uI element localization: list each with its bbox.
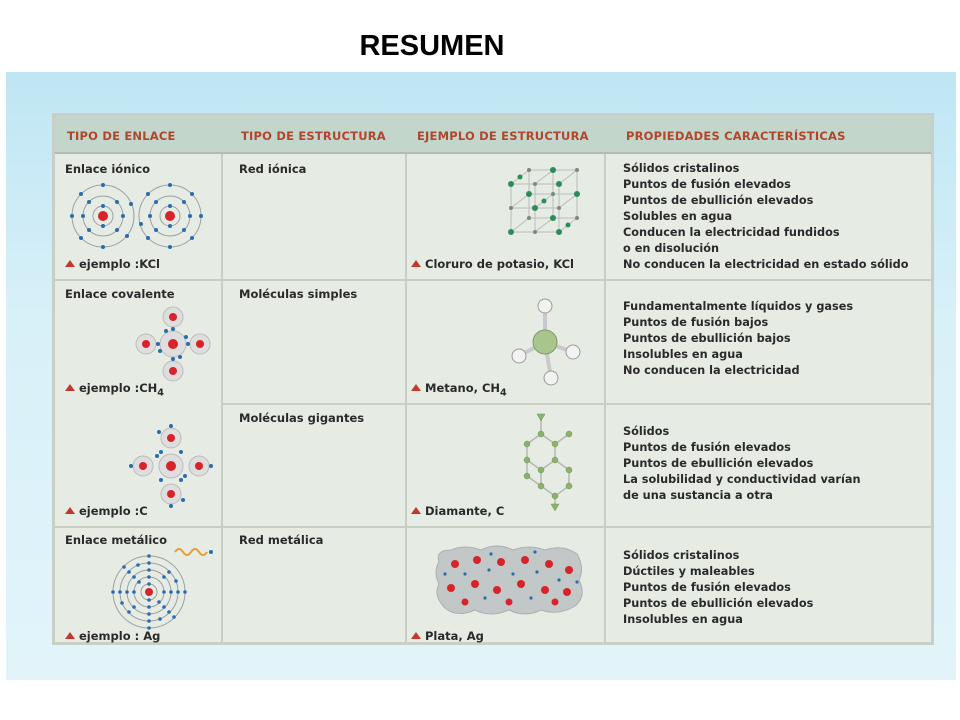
- bond-metallic-example: ejemplo : Ag: [65, 629, 160, 643]
- triangle-icon: [411, 632, 421, 639]
- property-item: Fundamentalmente líquidos y gases: [623, 300, 854, 313]
- page-title: RESUMEN: [359, 30, 505, 62]
- header-structure-type: TIPO DE ESTRUCTURA: [241, 129, 386, 143]
- properties-simple-molecules: Fundamentalmente líquidos y gases Puntos…: [623, 299, 853, 379]
- triangle-icon: [65, 507, 75, 514]
- covalent-bond-ch4-diagram: [135, 306, 211, 382]
- bond-ionic-label: Enlace iónico: [65, 162, 151, 176]
- property-item: Dúctiles y maleables: [623, 565, 755, 578]
- property-item: Insolubles en agua: [623, 348, 743, 361]
- property-item: Puntos de ebullición elevados: [623, 457, 814, 470]
- property-item: Puntos de ebullición elevados: [623, 194, 814, 207]
- properties-ionic: Sólidos cristalinos Puntos de fusión ele…: [623, 161, 908, 273]
- triangle-icon: [411, 384, 421, 391]
- structure-giant-molecules-label: Moléculas gigantes: [239, 411, 365, 425]
- property-item: de una sustancia a otra: [623, 489, 773, 502]
- structure-ionic-example: Cloruro de potasio, KCl: [411, 257, 574, 271]
- structure-simple-molecules-label: Moléculas simples: [239, 287, 358, 301]
- triangle-icon: [65, 632, 75, 639]
- grid-line: [55, 526, 931, 528]
- bond-carbon-example: ejemplo :C: [65, 504, 148, 518]
- property-item: Puntos de ebullición bajos: [623, 332, 791, 345]
- grid-line: [221, 403, 931, 405]
- triangle-icon: [411, 260, 421, 267]
- property-item: Puntos de fusión elevados: [623, 441, 791, 454]
- grid-line: [221, 154, 223, 642]
- property-item: Sólidos: [623, 425, 670, 438]
- property-item: Insolubles en agua: [623, 613, 743, 626]
- triangle-icon: [65, 260, 75, 267]
- triangle-icon: [411, 507, 421, 514]
- property-item: Puntos de ebullición elevados: [623, 597, 814, 610]
- property-item: No conducen la electricidad en estado só…: [623, 258, 909, 271]
- bond-covalent-example: ejemplo :CH4: [65, 381, 164, 398]
- covalent-bond-carbon-diagram: [129, 424, 213, 508]
- grid-line: [55, 279, 931, 281]
- kcl-crystal-lattice-diagram: [508, 167, 580, 235]
- metallic-bond-diagram: [111, 554, 187, 630]
- structure-ionic-label: Red iónica: [239, 162, 307, 176]
- structure-metallic-label: Red metálica: [239, 533, 324, 547]
- property-item: Puntos de fusión elevados: [623, 178, 791, 191]
- methane-molecule-diagram: [511, 298, 581, 386]
- bond-metallic-label: Enlace metálico: [65, 533, 168, 547]
- property-item: Puntos de fusión elevados: [623, 581, 791, 594]
- property-item: Sólidos cristalinos: [623, 549, 740, 562]
- properties-metallic: Sólidos cristalinos Dúctiles y maleables…: [623, 548, 813, 628]
- diamond-lattice-diagram: [523, 413, 573, 512]
- header-bond-type: TIPO DE ENLACE: [67, 129, 176, 143]
- header-structure-example: EJEMPLO DE ESTRUCTURA: [417, 129, 589, 143]
- grid-line: [405, 154, 407, 642]
- property-item: o en disolución: [623, 242, 720, 255]
- grid-line: [604, 154, 606, 642]
- property-item: Sólidos cristalinos: [623, 162, 740, 175]
- wave-icon: [174, 548, 213, 556]
- summary-table: TIPO DE ENLACE TIPO DE ESTRUCTURA EJEMPL…: [52, 113, 934, 645]
- bond-covalent-label: Enlace covalente: [65, 287, 175, 301]
- structure-simple-molecules-example: Metano, CH4: [411, 381, 507, 398]
- table-header: TIPO DE ENLACE TIPO DE ESTRUCTURA EJEMPL…: [55, 116, 931, 154]
- property-item: No conducen la electricidad: [623, 364, 800, 377]
- property-item: La solubilidad y conductividad varían: [623, 473, 861, 486]
- silver-metallic-lattice-diagram: [435, 545, 583, 615]
- properties-giant-molecules: Sólidos Puntos de fusión elevados Puntos…: [623, 424, 861, 504]
- structure-giant-molecules-example: Diamante, C: [411, 504, 504, 518]
- property-item: Puntos de fusión bajos: [623, 316, 769, 329]
- header-properties: PROPIEDADES CARACTERÍSTICAS: [626, 129, 846, 143]
- bond-ionic-example: ejemplo :KCl: [65, 257, 160, 271]
- structure-metallic-example: Plata, Ag: [411, 629, 484, 643]
- triangle-icon: [65, 384, 75, 391]
- ionic-bond-diagram: [70, 183, 203, 249]
- property-item: Solubles en agua: [623, 210, 733, 223]
- property-item: Conducen la electricidad fundidos: [623, 226, 840, 239]
